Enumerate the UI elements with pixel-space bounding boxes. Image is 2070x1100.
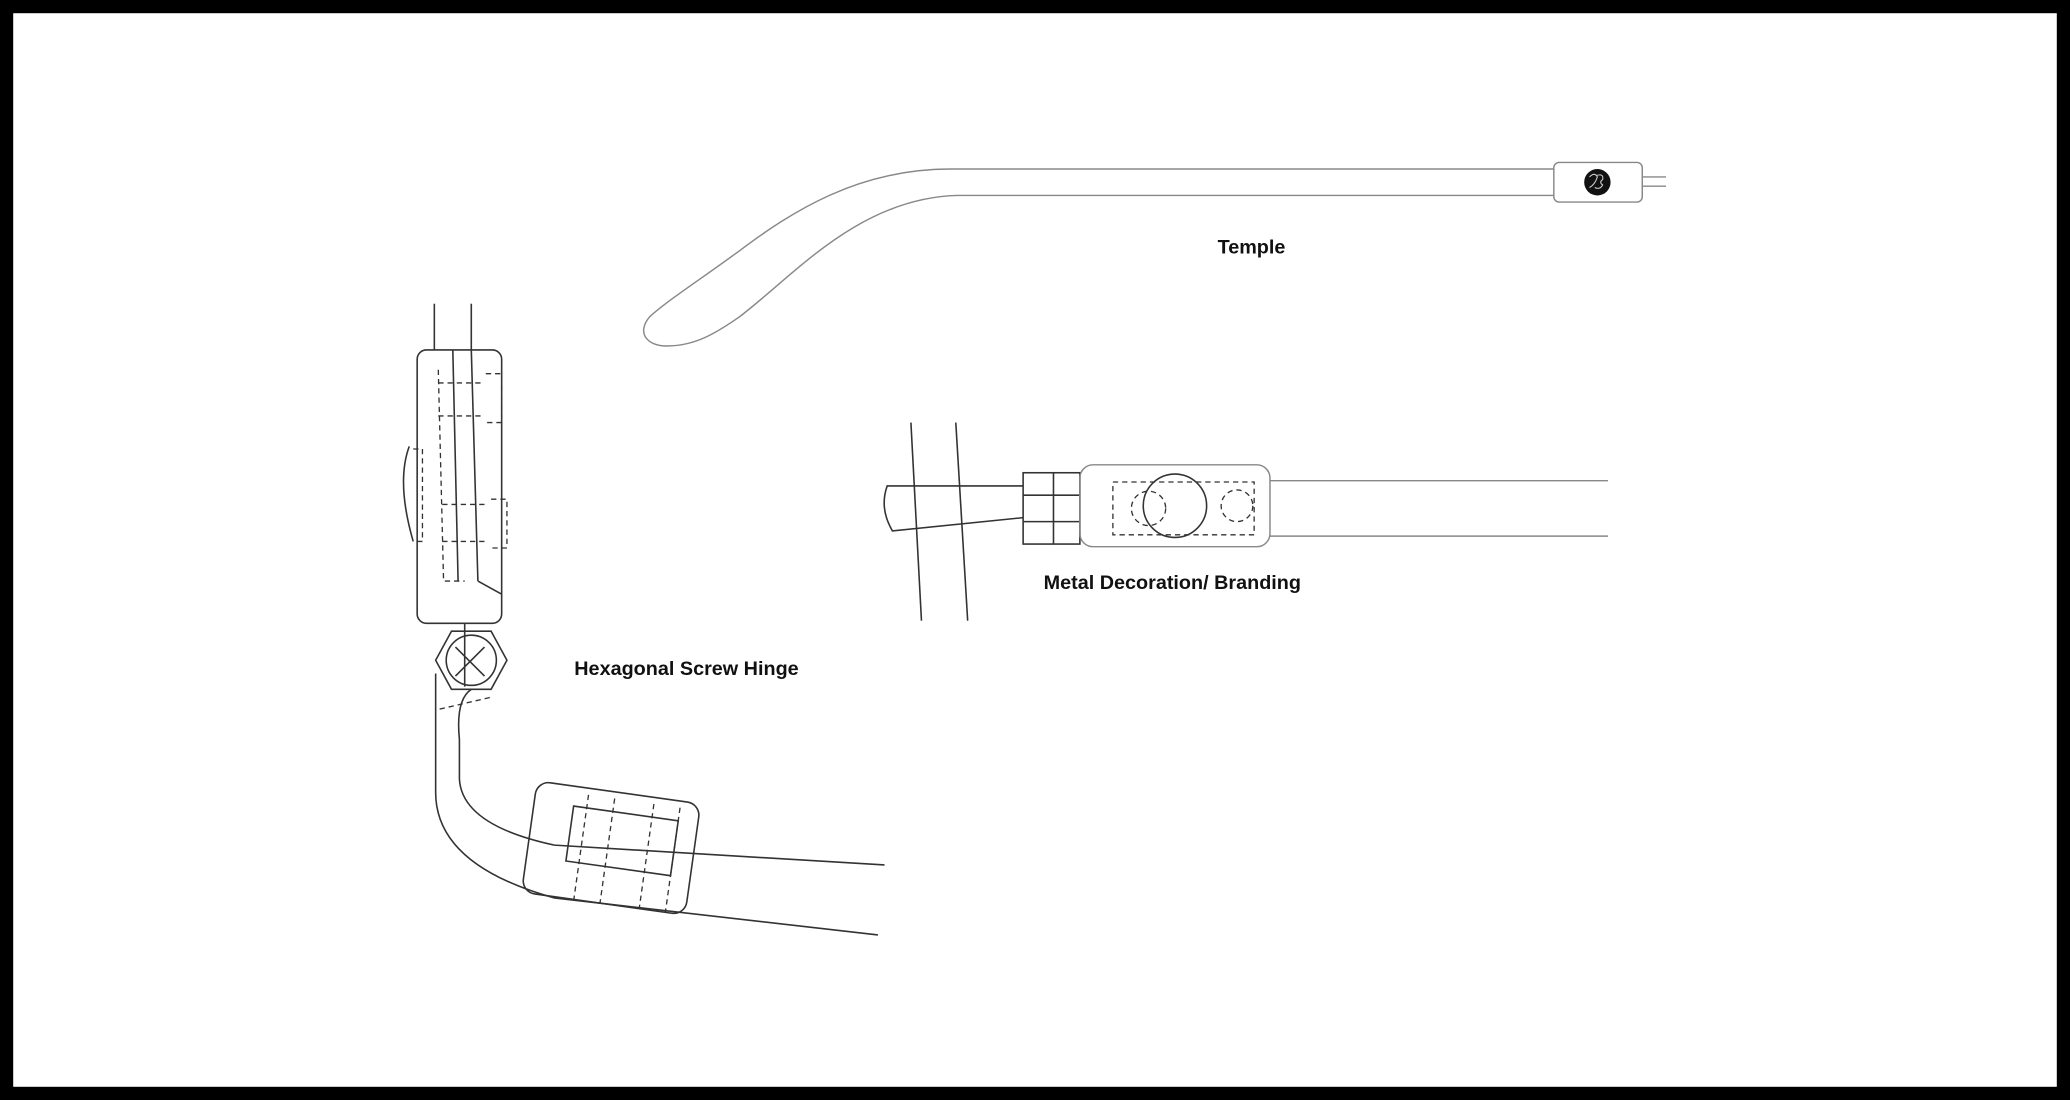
- hinge-drawing: [402, 303, 885, 936]
- canvas: [13, 13, 2057, 1087]
- temple-label: Temple: [1218, 237, 1286, 259]
- metal-decoration-label: Metal Decoration/ Branding: [1044, 572, 1301, 594]
- metal-decoration-drawing: [883, 422, 1608, 621]
- temple-drawing: [643, 161, 1667, 347]
- hinge-label: Hexagonal Screw Hinge: [574, 658, 798, 680]
- screw-icon: [445, 634, 498, 687]
- brand-logo: [1584, 169, 1611, 196]
- hexagon-nut: [434, 630, 508, 691]
- lens-block: [522, 781, 700, 915]
